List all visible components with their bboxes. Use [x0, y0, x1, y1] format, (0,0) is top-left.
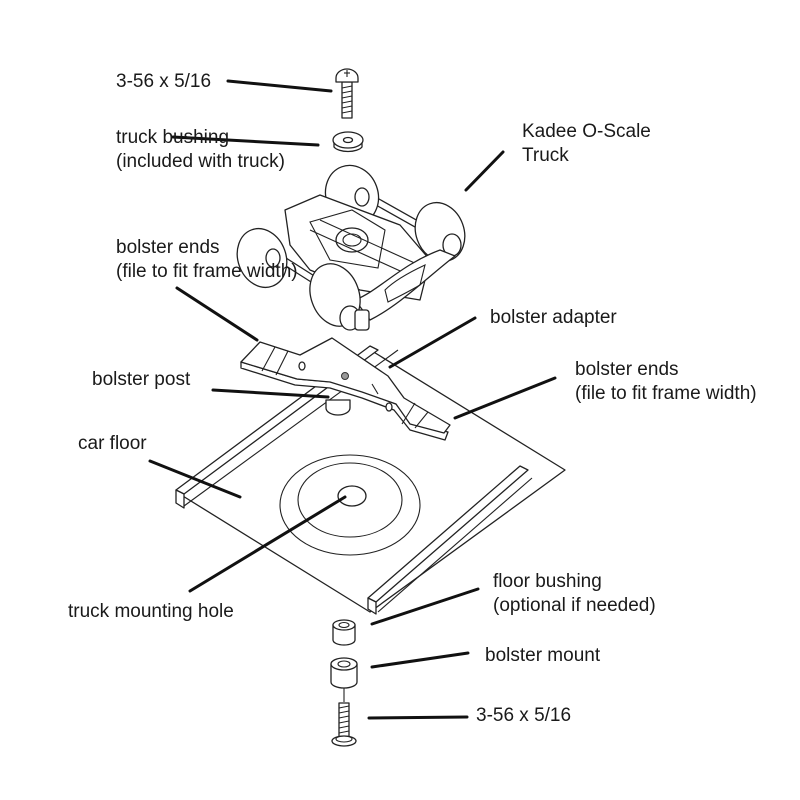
- bolster-post: [325, 399, 351, 416]
- label-top-screw: 3-56 x 5/16: [116, 71, 212, 92]
- label-bolster-ends-right: bolster ends (file to fit frame width): [575, 358, 757, 406]
- truck-mounting-hole: [337, 485, 367, 507]
- bolster-mount: [330, 657, 358, 702]
- screw-icon: [335, 68, 359, 119]
- label-truck: Kadee O-Scale Truck: [522, 120, 651, 168]
- label-floor-bushing-line1: floor bushing: [493, 571, 602, 592]
- leader-bolster-ends-left: [175, 286, 259, 342]
- label-bolster-ends-left: bolster ends (file to fit frame width): [116, 236, 298, 284]
- floor-recess-inner: [297, 462, 403, 538]
- label-truck-bushing: truck bushing (included with truck): [116, 126, 285, 174]
- leader-bolster-post: [211, 388, 330, 399]
- label-truck-bushing-line2: (included with truck): [116, 151, 285, 172]
- label-bolster-ends-right-line1: bolster ends: [575, 359, 679, 380]
- truck-icon: [236, 164, 466, 331]
- bolster-adapter-top: [240, 337, 451, 434]
- top-screw: [335, 68, 359, 119]
- bushing-icon: [332, 619, 356, 646]
- label-bolster-ends-left-line1: bolster ends: [116, 237, 220, 258]
- leader-bolster-mount: [370, 651, 470, 669]
- label-bolster-ends-right-line2: (file to fit frame width): [575, 383, 757, 404]
- floor-bushing: [332, 619, 356, 646]
- label-bolster-mount: bolster mount: [485, 645, 601, 666]
- leader-bottom-screw: [367, 715, 469, 720]
- bolster-adapter: [240, 337, 451, 441]
- label-truck-line2: Truck: [522, 145, 569, 166]
- label-truck-mounting-hole: truck mounting hole: [68, 601, 234, 622]
- label-bolster-post: bolster post: [92, 369, 191, 390]
- label-truck-bushing-line1: truck bushing: [116, 127, 230, 148]
- floor-recess-outer: [279, 454, 421, 556]
- label-bolster-adapter: bolster adapter: [490, 307, 617, 328]
- label-bolster-ends-left-line2: (file to fit frame width): [116, 261, 298, 282]
- leader-top-screw: [226, 79, 333, 93]
- label-car-floor: car floor: [78, 433, 147, 454]
- leader-truck-bushing: [171, 135, 320, 147]
- truck: [236, 164, 466, 331]
- screw-icon: [331, 702, 357, 747]
- bottom-screw: [331, 702, 357, 747]
- leader-bolster-adapter: [388, 316, 477, 369]
- label-truck-line1: Kadee O-Scale: [522, 121, 651, 142]
- label-bottom-screw: 3-56 x 5/16: [476, 705, 572, 726]
- leader-floor-bushing: [370, 587, 480, 626]
- leader-truck: [464, 150, 505, 192]
- label-floor-bushing: floor bushing (optional if needed): [493, 570, 656, 618]
- label-floor-bushing-line2: (optional if needed): [493, 595, 656, 616]
- bushing-icon: [332, 131, 364, 153]
- leader-truck-mounting-hole: [188, 495, 347, 593]
- mount-icon: [330, 657, 358, 702]
- leader-lines: [148, 79, 557, 720]
- leader-car-floor: [148, 459, 242, 499]
- leader-bolster-ends-right: [453, 376, 557, 420]
- truck-bushing: [332, 131, 364, 153]
